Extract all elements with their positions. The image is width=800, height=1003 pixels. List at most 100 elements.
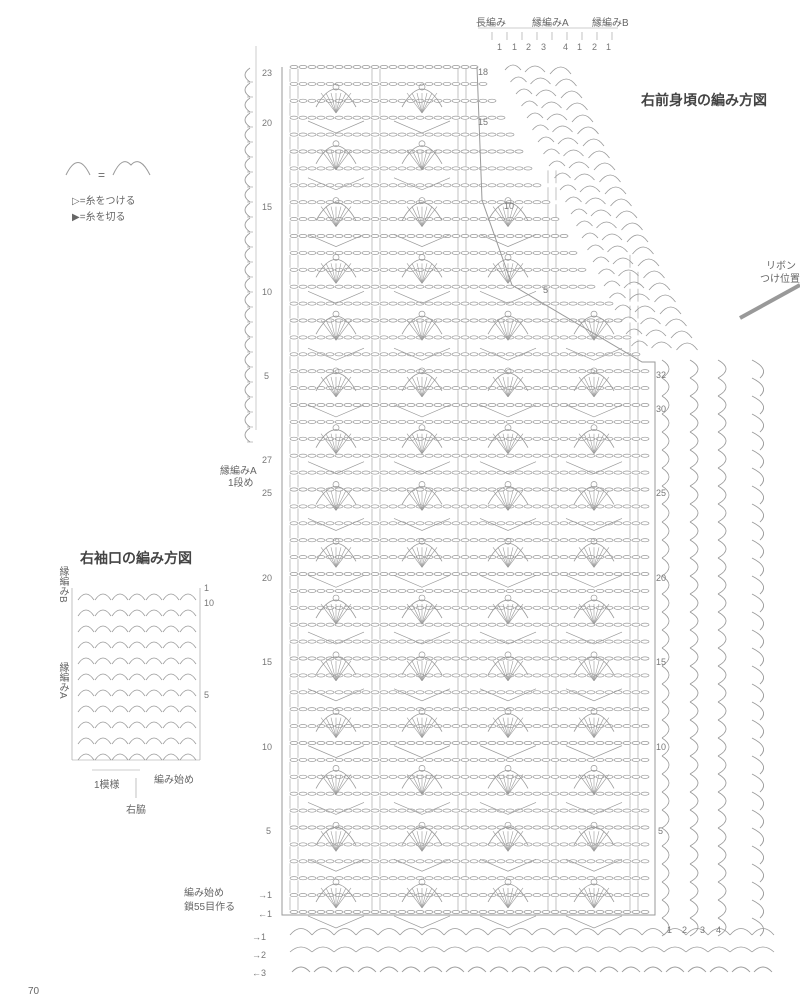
chain-stitch (577, 453, 587, 458)
chain-stitch (415, 487, 425, 492)
chart-stroke (593, 433, 605, 454)
chain-stitch (352, 673, 362, 678)
chain-stitch (424, 622, 434, 627)
chain-stitch (622, 335, 632, 340)
chain-stitch (487, 521, 497, 526)
chain-stitch (514, 470, 524, 475)
chain-stitch (622, 741, 632, 745)
chart-stroke (335, 376, 342, 397)
chain-stitch (397, 318, 407, 323)
edge-scallop (751, 629, 765, 649)
chain-stitch (334, 250, 344, 255)
picot-stitch (418, 140, 426, 148)
edge-arc (585, 197, 606, 205)
chart-stroke (325, 887, 337, 909)
chain-stitch (478, 741, 488, 745)
picot-stitch (332, 708, 340, 715)
chain-stitch (550, 318, 560, 323)
chain-stitch (397, 893, 407, 898)
chain-stitch (541, 538, 551, 543)
row-number: 15 (262, 657, 273, 667)
edge-scallop (751, 377, 765, 397)
chain-stitch (361, 166, 371, 171)
chain-stitch (514, 572, 524, 576)
chain-stitch (307, 893, 317, 898)
chain-stitch (451, 386, 461, 391)
chain-stitch (586, 808, 596, 813)
chain-stitch (496, 369, 506, 374)
chain-stitch (298, 234, 308, 238)
chain-stitch (343, 183, 353, 188)
chart-stroke (583, 887, 595, 909)
chain-stitch (613, 335, 623, 340)
chain-stitch (406, 690, 416, 695)
chain-stitch (640, 673, 650, 678)
picot-stitch (418, 367, 426, 375)
chart-stroke (583, 376, 595, 398)
chain-stitch (415, 132, 425, 137)
sleeve-arc (162, 593, 180, 601)
chain-stitch (451, 65, 461, 69)
chain-stitch (559, 690, 569, 695)
chart-stroke (502, 660, 509, 681)
chain-stitch (568, 622, 578, 627)
sleeve-arc (111, 641, 129, 649)
chain-stitch (631, 504, 641, 509)
chart-stroke (593, 320, 600, 341)
legend-cut: ▶=糸を切る (72, 212, 126, 223)
bottom-arc (621, 966, 641, 973)
chain-stitch (505, 132, 515, 137)
sleeve-arc (145, 737, 163, 745)
chain-stitch (550, 842, 560, 847)
chain-stitch (469, 555, 479, 560)
chart-stroke (507, 774, 519, 795)
bottom-arc (333, 928, 357, 936)
chain-stitch (640, 436, 650, 441)
edge-arc (581, 232, 599, 239)
chain-stitch (307, 318, 317, 323)
chain-stitch (298, 386, 308, 391)
edge-scallop (717, 611, 727, 631)
sleeve-arc (94, 689, 112, 697)
chain-stitch (640, 707, 650, 712)
chain-stitch (550, 690, 560, 695)
edge-scallop (751, 845, 765, 865)
page-number: 70 (28, 986, 40, 997)
chain-stitch (487, 690, 497, 695)
edge-scallop (717, 593, 727, 613)
chain-stitch (361, 842, 371, 847)
sleeve-arc (162, 753, 180, 761)
chain-stitch (289, 166, 299, 171)
edge-arc (631, 340, 648, 347)
chain-stitch (307, 639, 317, 644)
chain-stitch (496, 741, 506, 745)
chain-stitch (631, 453, 641, 458)
chart-stroke (325, 717, 337, 738)
one-pattern-label: 1模様 (94, 780, 120, 791)
picot-stitch (590, 708, 598, 715)
chain-stitch (316, 284, 326, 289)
chain-stitch (406, 588, 416, 593)
chain-stitch (523, 470, 533, 475)
chain-stitch (496, 149, 506, 154)
bottom-arc (619, 946, 643, 953)
chain-stitch (316, 166, 326, 171)
chain-stitch (433, 149, 443, 154)
chain-stitch (577, 842, 587, 847)
col-number: 3 (541, 42, 547, 52)
chain-stitch (442, 639, 452, 644)
chain-stitch (334, 572, 344, 576)
chain-stitch (487, 352, 497, 357)
chart-stroke (416, 376, 423, 397)
chart-stroke (421, 206, 428, 227)
chart-stroke (411, 376, 423, 398)
chain-stitch (451, 132, 461, 137)
edge-arc (521, 100, 538, 107)
chart-stroke (421, 433, 428, 454)
edge-arc (592, 256, 610, 263)
chain-stitch (568, 588, 578, 593)
chain-stitch (343, 250, 353, 255)
chain-stitch (424, 352, 434, 357)
edge-arc (596, 221, 617, 229)
chain-stitch (640, 470, 650, 475)
